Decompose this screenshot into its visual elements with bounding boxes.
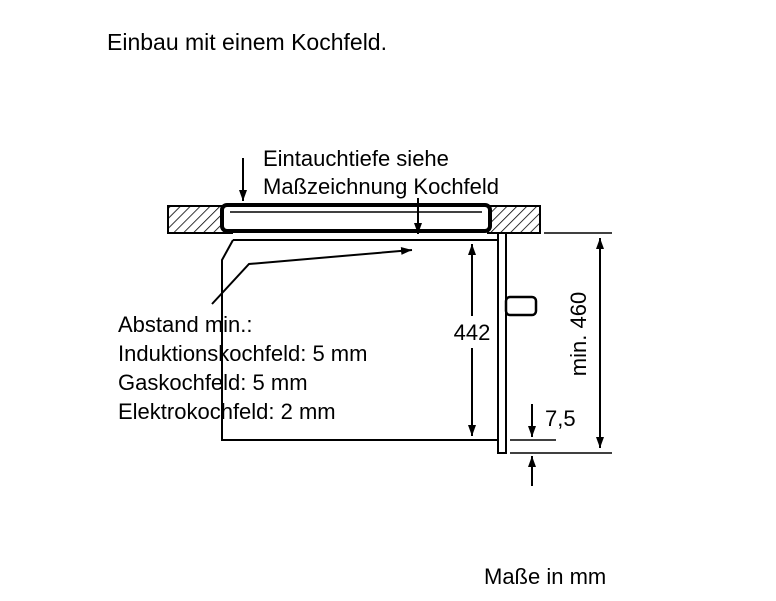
dim-min-460: min. 460 [566,238,604,448]
immersion-note-line2: Maßzeichnung Kochfeld [263,174,499,199]
dim-7-5-label: 7,5 [545,406,576,431]
clearance-note-line2: Induktionskochfeld: 5 mm [118,341,367,366]
clearance-note-line1: Abstand min.: [118,312,253,337]
immersion-note-line1: Eintauchtiefe siehe [263,146,449,171]
extension-lines [510,232,612,454]
units-note: Maße in mm [484,564,606,589]
oven-left-bottom-outline [221,239,498,441]
clearance-note-line3: Gaskochfeld: 5 mm [118,370,308,395]
oven-body [221,232,538,454]
clearance-note: Abstand min.: Induktionskochfeld: 5 mm G… [118,312,367,424]
countertop-right-section [487,205,541,234]
page-title: Einbau mit einem Kochfeld. [107,29,387,55]
dim-min-460-label: min. 460 [566,292,591,376]
oven-front-frame [497,232,507,454]
cooktop-body [220,203,492,233]
clearance-leader-arrow [211,246,413,305]
cooktop [220,203,492,233]
dim-442: 442 [454,244,491,436]
dim-442-label: 442 [454,320,491,345]
oven-handle [504,295,538,317]
dim-7-5: 7,5 [528,404,576,486]
clearance-note-line4: Elektrokochfeld: 2 mm [118,399,336,424]
